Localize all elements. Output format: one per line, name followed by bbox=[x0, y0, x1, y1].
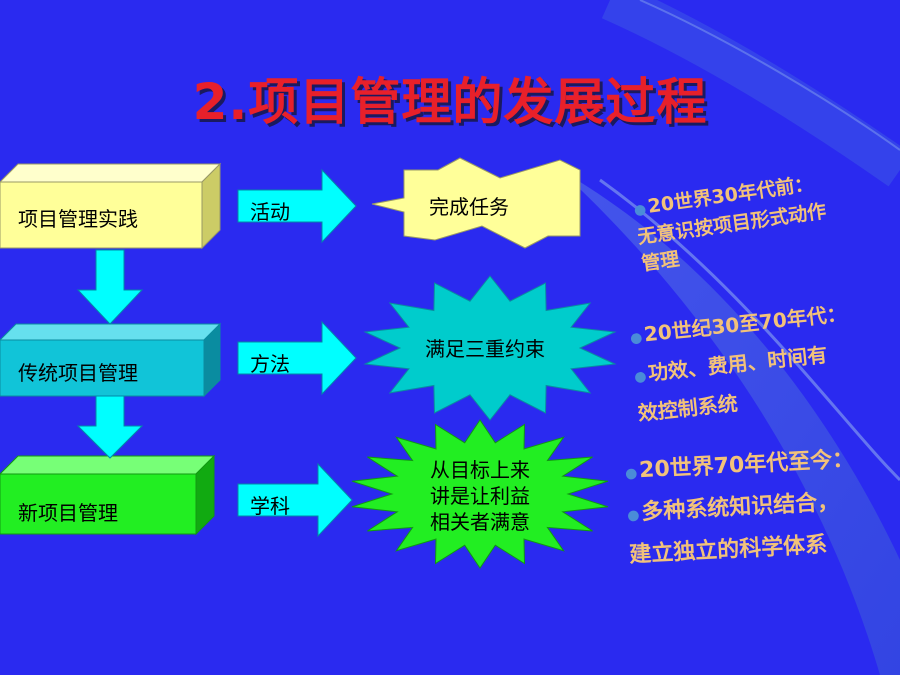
stage-1-label: 项目管理实践 bbox=[18, 207, 138, 231]
result-1-text: 完成任务 bbox=[429, 195, 509, 219]
stage-3-box bbox=[0, 454, 216, 536]
right-arrow-1 bbox=[237, 168, 357, 244]
arrow-3-label: 学科 bbox=[250, 494, 290, 518]
result-3-line: 相关者满意 bbox=[430, 510, 530, 534]
down-arrow-1 bbox=[76, 249, 144, 325]
stage-2-label: 传统项目管理 bbox=[18, 361, 138, 385]
bg-swoosh-top bbox=[601, 0, 900, 187]
result-2-text: 满足三重约束 bbox=[425, 337, 545, 361]
note-3-text: 多种系统知识结合， bbox=[640, 489, 840, 526]
result-2-starburst bbox=[363, 275, 617, 421]
result-3-line: 从目标上来 bbox=[430, 458, 530, 482]
bullet-icon: ● bbox=[629, 329, 644, 347]
note-2: ●20世纪30至70年代： ●功效、费用、时间有 效控制系统 bbox=[628, 295, 856, 431]
bg-swoosh-thin bbox=[599, 178, 900, 482]
arrow-2-label: 方法 bbox=[250, 352, 290, 376]
right-arrow-2 bbox=[237, 320, 357, 396]
bullet-icon: ● bbox=[624, 465, 638, 482]
right-arrow-3 bbox=[237, 462, 353, 538]
bullet-icon: ● bbox=[633, 368, 648, 386]
bullet-icon: ● bbox=[632, 201, 648, 219]
stage-1-box bbox=[0, 162, 222, 250]
bg-swoosh-top-line bbox=[639, 0, 900, 151]
page-title: 2.项目管理的发展过程 bbox=[192, 73, 708, 131]
stage-3-label: 新项目管理 bbox=[18, 501, 118, 525]
result-3-line: 讲是让利益 bbox=[430, 484, 530, 508]
result-1-shape bbox=[371, 157, 581, 249]
result-3-starburst bbox=[351, 419, 609, 569]
stage-2-box bbox=[0, 322, 222, 398]
bg-swoosh-large bbox=[560, 170, 900, 675]
result-3-text: 从目标上来 讲是让利益 相关者满意 bbox=[410, 457, 550, 535]
arrow-1-label: 活动 bbox=[250, 200, 290, 224]
bullet-icon: ● bbox=[626, 507, 640, 524]
down-arrow-2 bbox=[76, 395, 144, 459]
note-3: ●20世界70年代至今： ●多种系统知识结合， 建立独立的科学体系 bbox=[624, 440, 860, 576]
note-3-text: 20世界70年代至今： bbox=[638, 446, 855, 484]
